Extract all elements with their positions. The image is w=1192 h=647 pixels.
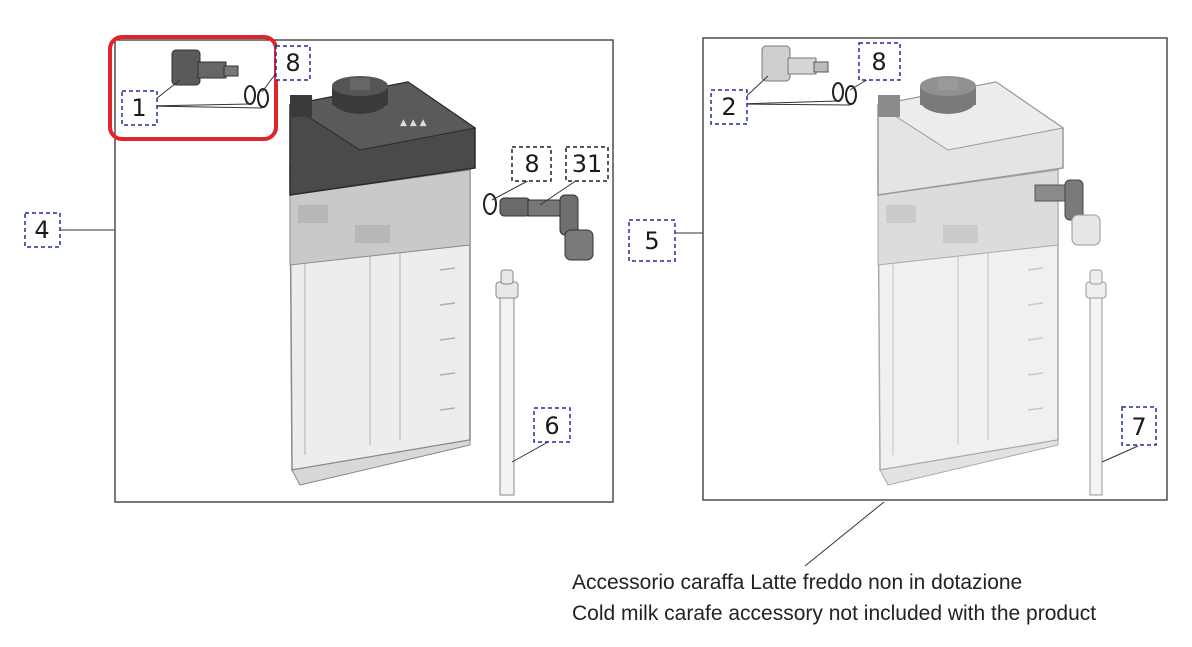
side-spout-right <box>1034 179 1101 246</box>
svg-text:8: 8 <box>524 150 539 178</box>
callout-part-8-right: 8 <box>858 42 901 81</box>
svg-text:6: 6 <box>544 412 559 440</box>
callout-part-4: 4 <box>24 212 61 248</box>
highlight-box-part-1 <box>108 35 278 141</box>
svg-text:5: 5 <box>644 227 659 255</box>
elbow-fitting-part-31 <box>483 193 594 261</box>
svg-text:4: 4 <box>34 216 49 244</box>
callout-part-8-left-mid: 8 <box>511 146 552 182</box>
suction-tube-part-6 <box>495 269 519 496</box>
svg-text:8: 8 <box>871 48 886 76</box>
callout-part-5: 5 <box>628 219 676 262</box>
right-panel-cold-milk-carafe: 2 8 5 7 <box>628 37 1168 567</box>
carafe-container-right <box>877 139 1059 486</box>
left-panel-milk-carafe: ▲ ▲ ▲ <box>24 35 614 503</box>
suction-tube-part-7 <box>1085 269 1107 496</box>
svg-text:8: 8 <box>285 49 300 77</box>
note-line-italian: Accessorio caraffa Latte freddo non in d… <box>572 571 1022 594</box>
carafe-container-left <box>289 139 471 486</box>
callout-part-31: 31 <box>565 146 609 182</box>
carafe-lid-dark: ▲ ▲ ▲ <box>288 76 477 196</box>
left-panel-frame <box>114 39 614 503</box>
accessory-note: Accessorio caraffa Latte freddo non in d… <box>572 571 1096 625</box>
carafe-lid-light <box>876 76 1065 196</box>
connector-part-1 <box>171 49 269 108</box>
callout-part-1: 1 <box>121 90 158 126</box>
svg-text:31: 31 <box>572 150 603 178</box>
svg-text:2: 2 <box>721 93 736 121</box>
svg-text:7: 7 <box>1131 413 1146 441</box>
svg-text:1: 1 <box>131 94 146 122</box>
callout-part-6: 6 <box>533 407 571 443</box>
callout-part-2: 2 <box>710 89 748 125</box>
callout-part-7: 7 <box>1121 406 1157 446</box>
svg-text:▲ ▲ ▲: ▲ ▲ ▲ <box>400 118 427 128</box>
callout-part-8-left-top: 8 <box>275 45 311 81</box>
right-panel-frame <box>702 37 1168 501</box>
note-line-english: Cold milk carafe accessory not included … <box>572 602 1096 625</box>
connector-part-2 <box>761 45 857 105</box>
